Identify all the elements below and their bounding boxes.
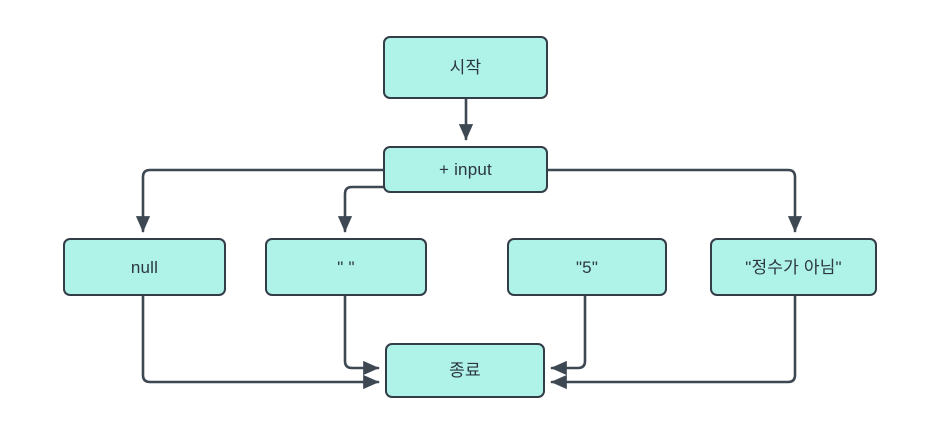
node-not-integer[interactable]: "정수가 아님" xyxy=(710,238,877,296)
node-end-label: 종료 xyxy=(449,361,481,380)
node-input-label: + input xyxy=(439,160,492,179)
node-start-label: 시작 xyxy=(449,58,482,77)
node-null-label: null xyxy=(130,257,159,277)
node-five[interactable]: "5" xyxy=(507,238,667,296)
edge-null-to-end xyxy=(141,294,380,390)
edge-notint-to-end xyxy=(550,294,797,390)
node-five-label: "5" xyxy=(575,257,599,277)
edge-five-to-end xyxy=(550,294,587,376)
edge-empty-to-end xyxy=(343,294,380,376)
node-end[interactable]: 종료 xyxy=(385,343,545,398)
edge-input-to-notint xyxy=(546,168,803,233)
edge-input-to-null xyxy=(135,168,385,233)
node-input[interactable]: + input xyxy=(383,146,548,193)
node-empty-string-label: " " xyxy=(337,257,355,277)
node-empty-string[interactable]: " " xyxy=(265,238,427,296)
node-not-integer-label: "정수가 아님" xyxy=(745,257,842,277)
edge-input-to-empty xyxy=(337,185,385,233)
node-start[interactable]: 시작 xyxy=(383,36,548,99)
node-null[interactable]: null xyxy=(63,238,226,296)
